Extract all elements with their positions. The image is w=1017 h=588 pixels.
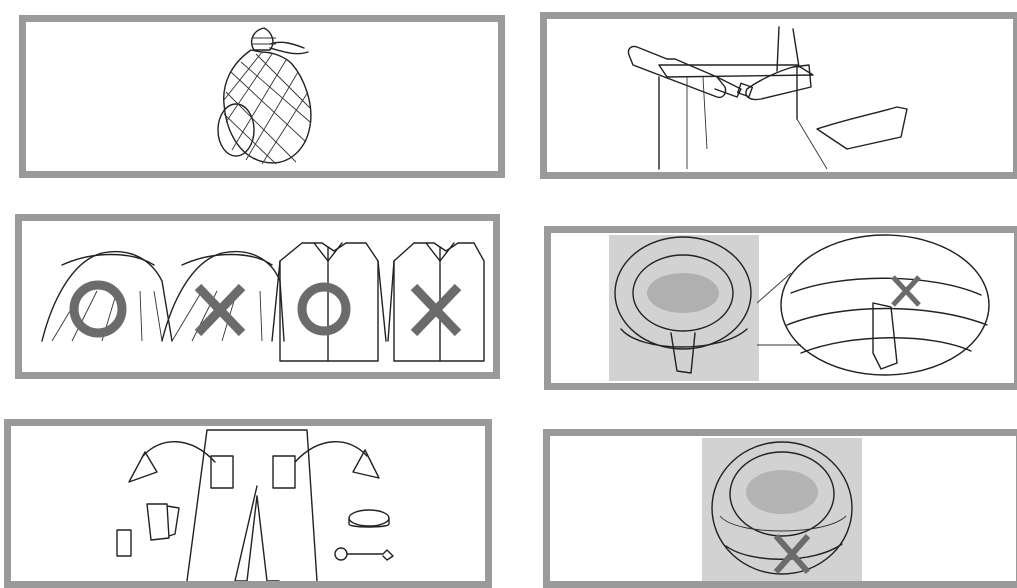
- no-mark-icon: [198, 287, 242, 333]
- detergent-bottle-icon: [547, 19, 1013, 172]
- no-mark-icon: [414, 287, 458, 333]
- garment-fastening-illustration: [22, 221, 493, 372]
- no-mark-icon: [893, 277, 919, 305]
- trousers-pockets-icon: [11, 426, 485, 581]
- panel-door-gasket: [543, 429, 1017, 588]
- panel-empty-pockets: [4, 419, 492, 588]
- ok-mark-icon: [302, 287, 346, 331]
- panel-laundry-net: [19, 15, 505, 178]
- laundry-net-bag-icon: [26, 22, 498, 171]
- door-seal-zoom-illustration: [551, 233, 1014, 383]
- panel-detergent: [540, 12, 1017, 179]
- door-gasket-illustration: [550, 436, 1016, 581]
- panel-fasten-garments: [15, 214, 500, 379]
- panel-door-seal-check: [544, 226, 1017, 390]
- ok-mark-icon: [74, 285, 122, 333]
